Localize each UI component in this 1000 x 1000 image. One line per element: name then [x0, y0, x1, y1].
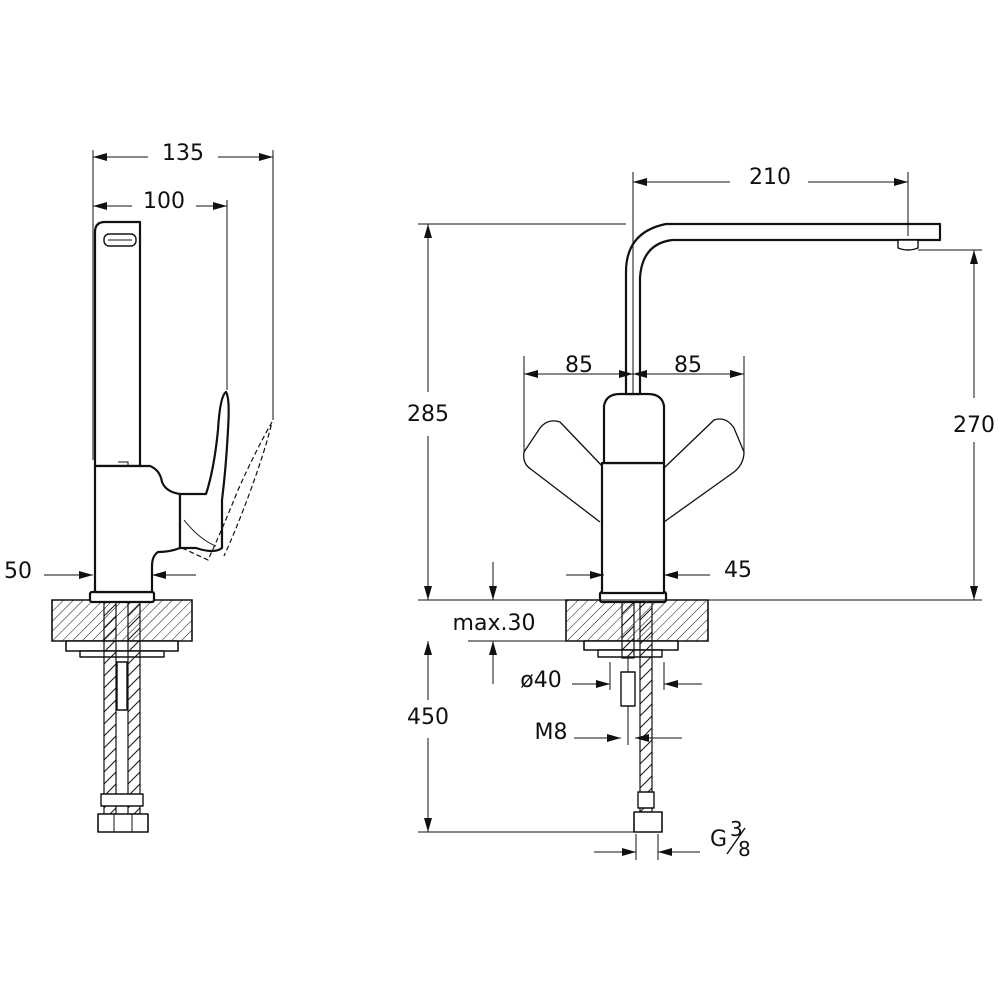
dim-side-135: 135: [162, 141, 204, 166]
front-hose: [639, 601, 653, 813]
dim-front-45: 45: [724, 558, 752, 583]
side-fitting-nuts: [97, 813, 149, 833]
svg-text:G: G: [710, 827, 727, 852]
front-fitting-ferrule: [637, 791, 655, 809]
dim-front-max30: max.30: [453, 611, 536, 636]
dim-front-85-left: 85: [565, 353, 593, 378]
front-aerator: [897, 239, 919, 251]
dim-front-85-right: 85: [674, 353, 702, 378]
front-lever-left: [523, 420, 605, 523]
side-view: 135 100 50: [4, 141, 274, 833]
side-body: [93, 464, 182, 594]
front-hose-upper: [621, 601, 635, 659]
side-stud: [116, 661, 128, 711]
side-base-flange: [88, 590, 156, 604]
dim-front-270: 270: [953, 413, 995, 438]
dim-side-100: 100: [143, 189, 185, 214]
side-fitting-ferrules: [100, 793, 144, 807]
front-view: 210 285 270 85 85 45: [407, 165, 995, 861]
side-spout: [93, 220, 142, 468]
svg-text:8: 8: [738, 837, 751, 861]
front-lever-right: [663, 418, 745, 523]
front-spout: [624, 222, 942, 396]
dim-side-50: 50: [4, 559, 32, 584]
dim-front-285: 285: [407, 402, 449, 427]
front-body: [600, 461, 666, 595]
side-hose-right: [127, 601, 141, 815]
side-countertop: [51, 599, 193, 642]
dim-front-450: 450: [407, 705, 449, 730]
front-countertop: [565, 599, 709, 642]
side-mount-plate: [65, 640, 179, 652]
front-lever-cap: [602, 392, 666, 465]
dim-front-d40: ø40: [520, 668, 561, 693]
side-lever-open: [181, 421, 273, 561]
dim-front-g38: G 3 8: [710, 817, 751, 861]
side-mount-block: [79, 650, 165, 658]
dim-front-m8: M8: [535, 720, 568, 745]
dim-front-210: 210: [749, 165, 791, 190]
side-hose-left: [103, 601, 117, 815]
front-stud: [620, 671, 636, 707]
front-fitting-nut: [633, 811, 663, 833]
side-lever: [178, 390, 230, 553]
